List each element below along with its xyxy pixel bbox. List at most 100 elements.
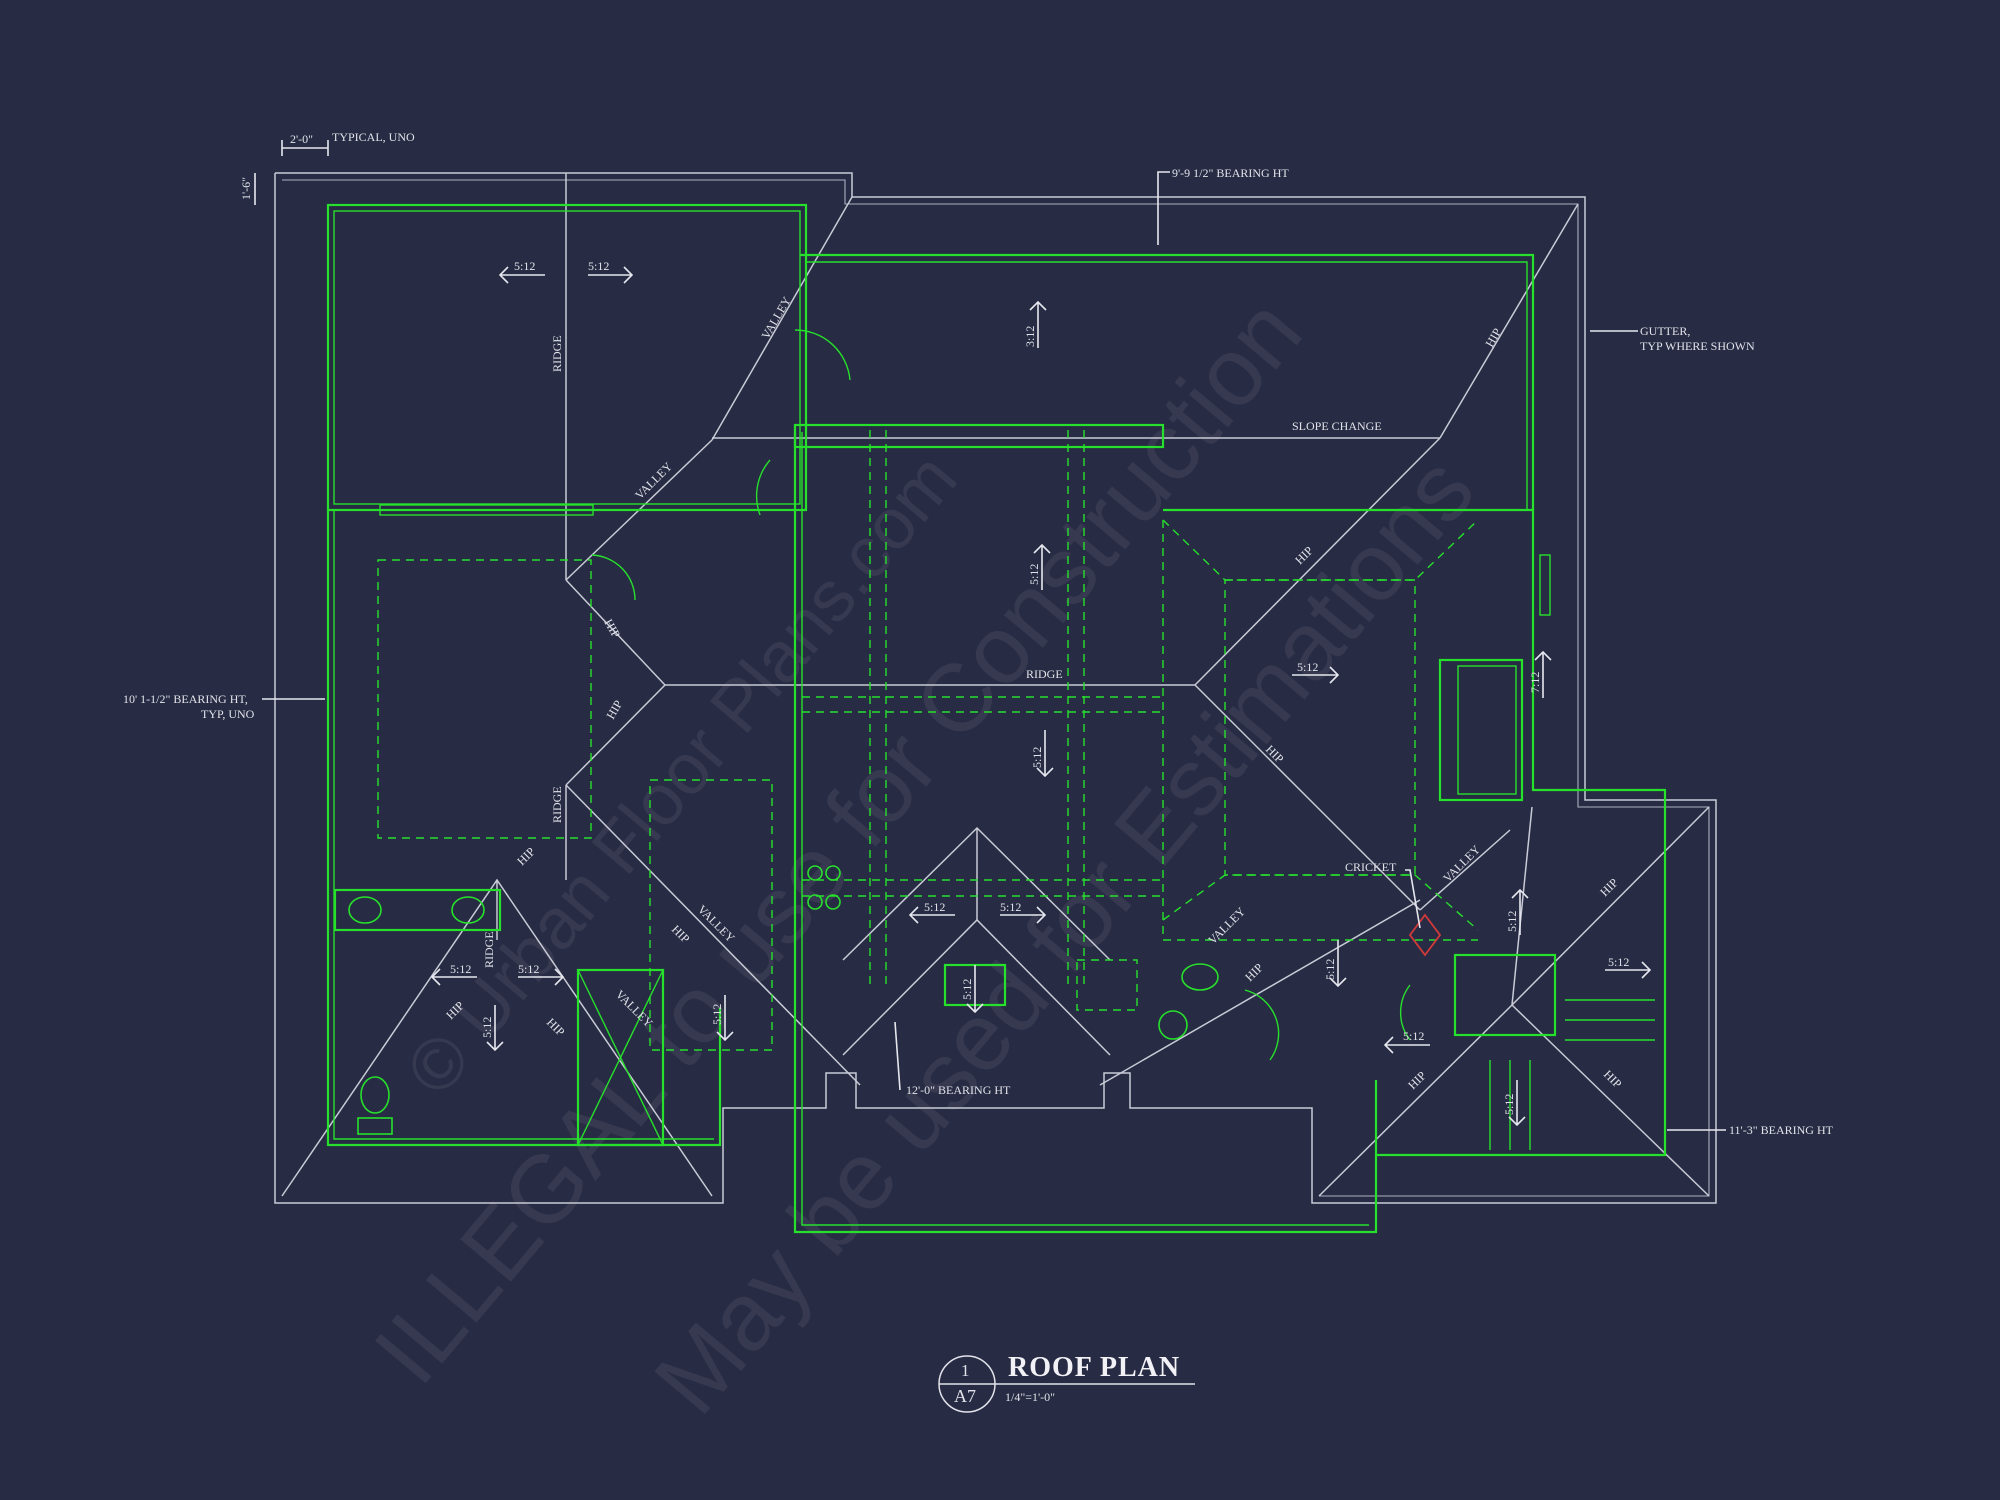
label-hip-5: HIP bbox=[514, 844, 538, 868]
label-hip-13: HIP bbox=[1601, 1067, 1625, 1091]
label-hip-11: HIP bbox=[1597, 875, 1621, 899]
hip-line-upper-right bbox=[1439, 203, 1579, 439]
hip-line-right bbox=[1194, 437, 1441, 686]
slope-label-1: 5:12 bbox=[514, 259, 535, 273]
note-bearing-bottom: 12'-0" BEARING HT bbox=[906, 1083, 1011, 1097]
wall-right bbox=[1163, 508, 1667, 1157]
hip-lower-right-b bbox=[1511, 806, 1710, 1006]
valley-right-lower bbox=[1339, 829, 1421, 911]
slope-arrow-16 bbox=[1511, 888, 1529, 935]
leader-bearing-bottom bbox=[894, 1021, 901, 1091]
label-hip-4: HIP bbox=[603, 697, 625, 721]
door-swing-d bbox=[1244, 989, 1280, 1061]
slope-arrow-17 bbox=[1605, 961, 1652, 979]
wall-room-top-left-inner bbox=[333, 210, 801, 505]
slope-label-18: 5:12 bbox=[1403, 1029, 1424, 1043]
slope-arrow-15 bbox=[1329, 940, 1347, 988]
wall-top-right bbox=[800, 253, 1535, 510]
burner-d bbox=[825, 894, 841, 910]
drawing-scale: 1/4"=1'-0" bbox=[1005, 1390, 1055, 1404]
slope-label-14: 5:12 bbox=[710, 1004, 724, 1025]
slope-label-3: 3:12 bbox=[1023, 326, 1037, 347]
dashed-hip-b bbox=[1162, 874, 1479, 931]
toilet-left-tank bbox=[357, 1117, 393, 1135]
slope-arrow-12 bbox=[518, 968, 565, 986]
wall-left-inner bbox=[333, 510, 714, 1140]
hip-lower-right-c bbox=[1511, 1004, 1710, 1197]
dashed-lines bbox=[377, 430, 1479, 1051]
slope-label-15: 5:12 bbox=[1323, 959, 1337, 980]
label-hip-1: HIP bbox=[1482, 325, 1504, 349]
slope-label-4: 5:12 bbox=[1027, 564, 1041, 585]
wall-left bbox=[326, 510, 722, 1147]
dashed-room-a bbox=[377, 559, 592, 839]
slope-label-17: 5:12 bbox=[1608, 955, 1629, 969]
floor-walls bbox=[326, 203, 1667, 1234]
note-typical-uno: TYPICAL, UNO bbox=[332, 130, 415, 144]
slope-arrow-6 bbox=[1534, 650, 1552, 698]
slope-arrow-8 bbox=[908, 906, 955, 924]
hip-line-b bbox=[565, 684, 666, 786]
vanity bbox=[333, 888, 502, 932]
label-hip-8: HIP bbox=[544, 1015, 568, 1039]
callouts: 9'-9 1/2" BEARING HT GUTTER, TYP WHERE S… bbox=[123, 166, 1834, 1137]
slope-arrow-18 bbox=[1383, 1036, 1430, 1054]
leader-bearing-top bbox=[1157, 171, 1170, 245]
hip-line-right-lower bbox=[1194, 684, 1341, 831]
slope-arrow-1 bbox=[498, 266, 545, 284]
roof-outline bbox=[274, 172, 1717, 1204]
burner-c bbox=[807, 894, 823, 910]
slope-arrow-19 bbox=[1508, 1080, 1526, 1127]
wall-strip-a bbox=[379, 504, 594, 516]
door-swing-e bbox=[1399, 984, 1411, 1041]
label-ridge-2: RIDGE bbox=[1026, 667, 1063, 681]
burner-a bbox=[807, 865, 823, 881]
sink-small bbox=[1158, 1010, 1188, 1040]
note-bearing-left-1: 10' 1-1/2" BEARING HT, bbox=[123, 692, 248, 706]
cricket-marker bbox=[1408, 913, 1442, 957]
hip-line-a bbox=[565, 579, 666, 686]
slope-label-5: 5:12 bbox=[1297, 660, 1318, 674]
dashed-hip-a bbox=[1162, 519, 1479, 581]
slope-label-13: 5:12 bbox=[480, 1017, 494, 1038]
valley-right-upper bbox=[1419, 829, 1511, 911]
slope-arrow-4 bbox=[1033, 543, 1051, 590]
slope-label-11: 5:12 bbox=[450, 962, 471, 976]
leader-cricket bbox=[1405, 869, 1421, 929]
slope-arrow-2 bbox=[588, 266, 634, 284]
hip-lower-right-d bbox=[1511, 806, 1533, 1006]
dashed-box bbox=[1076, 959, 1138, 1011]
note-gutter-2: TYP WHERE SHOWN bbox=[1640, 339, 1755, 353]
sink-left bbox=[348, 896, 382, 924]
door-swing-c bbox=[591, 554, 636, 601]
slope-label-6: 7:12 bbox=[1528, 672, 1542, 693]
note-slope-change: SLOPE CHANGE bbox=[1292, 419, 1382, 433]
slope-label-2: 5:12 bbox=[588, 259, 609, 273]
drawing-title: ROOF PLAN bbox=[1008, 1352, 1180, 1383]
slope-arrow-14 bbox=[716, 995, 734, 1042]
note-bearing-left-2: TYP, UNO bbox=[201, 707, 255, 721]
label-hip-10: HIP bbox=[1242, 960, 1266, 984]
dim-overhang: 1'-6" bbox=[239, 177, 253, 200]
wall-center-top bbox=[793, 423, 1165, 449]
label-valley-6: VALLEY bbox=[1440, 842, 1483, 885]
hip-line-right-center bbox=[1099, 899, 1421, 1086]
slope-arrow-10 bbox=[966, 965, 984, 1014]
roof-inner-outline bbox=[282, 179, 1710, 1197]
label-ridge-4: RIDGE bbox=[482, 931, 496, 968]
note-bearing-top: 9'-9 1/2" BEARING HT bbox=[1172, 166, 1289, 180]
note-bearing-right: 11'-3" BEARING HT bbox=[1729, 1123, 1834, 1137]
fireplace-inner bbox=[1457, 665, 1517, 795]
title-block: 1 A7 ROOF PLAN 1/4"=1'-0" bbox=[938, 1352, 1195, 1413]
toilet-right bbox=[1181, 963, 1219, 991]
slope-arrow-3 bbox=[1029, 300, 1047, 348]
label-ridge-1: RIDGE bbox=[550, 335, 564, 372]
note-gutter-1: GUTTER, bbox=[1640, 324, 1690, 338]
slope-arrow-7 bbox=[1036, 730, 1054, 778]
note-cricket: CRICKET bbox=[1345, 860, 1397, 874]
door-swing-b bbox=[755, 459, 771, 516]
slope-arrow-5 bbox=[1292, 666, 1340, 684]
slope-label-9: 5:12 bbox=[1000, 900, 1021, 914]
slope-label-12: 5:12 bbox=[518, 962, 539, 976]
